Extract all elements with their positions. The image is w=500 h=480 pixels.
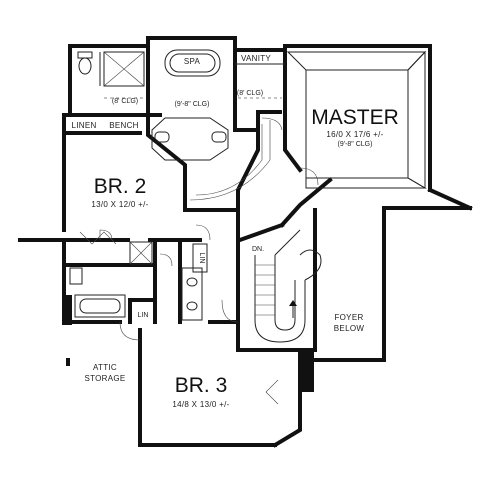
vanity-label: VANITY bbox=[241, 54, 271, 63]
master-ceiling: (9'-8" CLG) bbox=[338, 141, 373, 148]
labels: SPA VANITY (8' CLG) (9'-8" CLG) (8' CLG)… bbox=[71, 54, 398, 409]
fixtures bbox=[69, 49, 427, 405]
spa-label: SPA bbox=[184, 57, 201, 66]
closet-ceiling-label: (8' CLG) bbox=[112, 98, 138, 105]
spa-octagon bbox=[151, 117, 229, 161]
bath-ceiling-label: (9'-8" CLG) bbox=[175, 101, 210, 108]
foyer-label-2: BELOW bbox=[334, 324, 365, 333]
vanity-br bbox=[181, 267, 203, 321]
shower bbox=[103, 51, 145, 87]
master-room-name: MASTER bbox=[311, 106, 399, 129]
linen-lower-label: LIN bbox=[138, 312, 149, 319]
br3-room-name: BR. 3 bbox=[175, 374, 228, 397]
spa-tub bbox=[164, 49, 221, 77]
bathtub bbox=[74, 294, 126, 318]
stairs bbox=[254, 229, 322, 343]
bath-sink-left bbox=[154, 131, 170, 143]
vanity-ceiling-label: (8' CLG) bbox=[237, 90, 263, 97]
attic-label-2: STORAGE bbox=[84, 374, 125, 383]
toilet-tank bbox=[77, 51, 93, 59]
linen-vertical-label: LIN bbox=[198, 253, 205, 264]
attic-label-1: ATTIC bbox=[93, 363, 117, 372]
stair-dn-label: DN. bbox=[252, 246, 264, 253]
bench-label: BENCH bbox=[109, 121, 139, 130]
closet-box bbox=[129, 241, 153, 265]
br2-room-dims: 13/0 X 12/0 +/- bbox=[91, 200, 148, 209]
br2-room-name: BR. 2 bbox=[94, 175, 147, 198]
master-room-dims: 16/0 X 17/6 +/- bbox=[326, 130, 383, 139]
walls bbox=[18, 36, 473, 448]
toilet-br2 bbox=[69, 267, 83, 285]
linen-label: LINEN bbox=[71, 121, 96, 130]
br3-room-dims: 14/8 X 13/0 +/- bbox=[172, 400, 229, 409]
toilet-bowl bbox=[78, 57, 92, 75]
bath-sink-right bbox=[211, 131, 227, 143]
foyer-label-1: FOYER bbox=[334, 313, 363, 322]
solid-walls bbox=[62, 295, 314, 392]
